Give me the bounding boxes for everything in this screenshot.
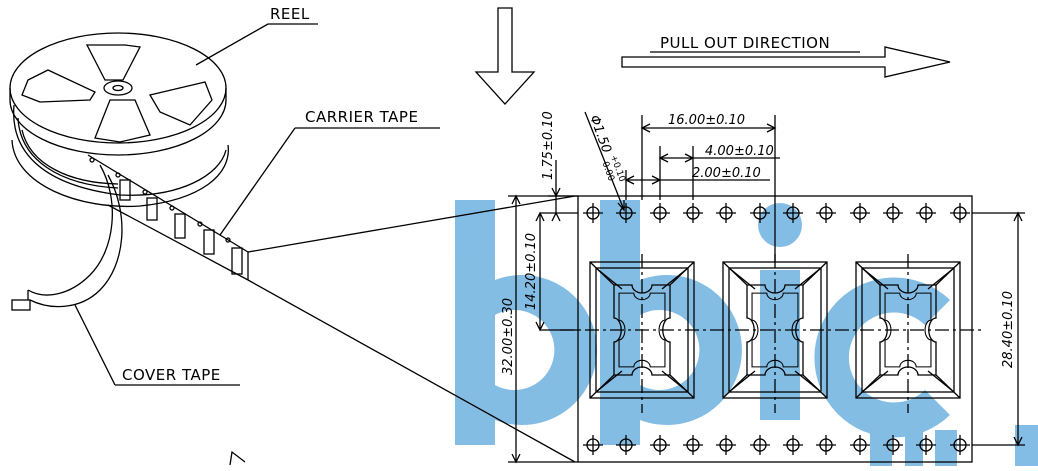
- pull-out-direction-label: PULL OUT DIRECTION: [660, 34, 830, 52]
- feed-arrow-icon: [474, 7, 536, 105]
- sprocket-holes: [583, 203, 970, 455]
- sprocket-hole: [583, 203, 603, 223]
- watermark-logo: [455, 200, 1038, 466]
- pocket: [855, 254, 961, 413]
- hole-offset-dimension: 2.00±0.10: [692, 166, 761, 181]
- pocket: [589, 254, 695, 413]
- cover-tape-strip: [11, 164, 240, 386]
- pocket-span-dimension: 28.40±0.10: [1001, 291, 1016, 368]
- sprocket-hole: [783, 435, 803, 455]
- sprocket-hole: [916, 435, 936, 455]
- reel: [9, 23, 318, 208]
- pitch-dimension: 16.00±0.10: [668, 113, 745, 128]
- hole-diameter-base: Φ1.50: [586, 113, 613, 155]
- sprocket-hole: [650, 435, 670, 455]
- sprocket-hole: [816, 203, 836, 223]
- hole-pitch-dimension: 4.00±0.10: [705, 144, 774, 159]
- edge-to-hole-dimension: 1.75±0.10: [541, 111, 556, 180]
- sprocket-hole: [850, 435, 870, 455]
- sprocket-hole: [950, 203, 970, 223]
- pull-direction-arrow-icon: [621, 46, 951, 78]
- sprocket-hole: [716, 203, 736, 223]
- cover-tape-label: COVER TAPE: [122, 366, 221, 384]
- sprocket-hole: [950, 435, 970, 455]
- tape-detail: [508, 111, 1025, 464]
- pocket: [722, 254, 828, 413]
- sprocket-hole: [716, 435, 736, 455]
- reel-label: REEL: [270, 5, 310, 23]
- carrier-tape-label: CARRIER TAPE: [305, 108, 418, 126]
- sprocket-hole: [883, 203, 903, 223]
- sprocket-hole: [783, 203, 803, 223]
- sprocket-hole: [583, 435, 603, 455]
- sprocket-hole: [650, 203, 670, 223]
- sprocket-hole: [616, 435, 636, 455]
- sprocket-hole: [850, 203, 870, 223]
- sprocket-hole: [883, 435, 903, 455]
- tape-width-dimension: 32.00±0.30: [501, 298, 516, 375]
- carrier-tape-strip: [87, 154, 249, 281]
- sprocket-hole: [916, 203, 936, 223]
- hole-to-center-dimension: 14.20±0.10: [524, 233, 539, 310]
- sprocket-hole: [683, 203, 703, 223]
- hole-diameter-dimension: Φ1.50 +0.10 -0.00: [586, 113, 627, 183]
- line-art: [9, 7, 1025, 466]
- sprocket-hole: [616, 203, 636, 223]
- sprocket-hole: [683, 435, 703, 455]
- sprocket-hole: [750, 203, 770, 223]
- sprocket-hole: [816, 435, 836, 455]
- component-pockets: [589, 254, 961, 413]
- sprocket-hole: [750, 435, 770, 455]
